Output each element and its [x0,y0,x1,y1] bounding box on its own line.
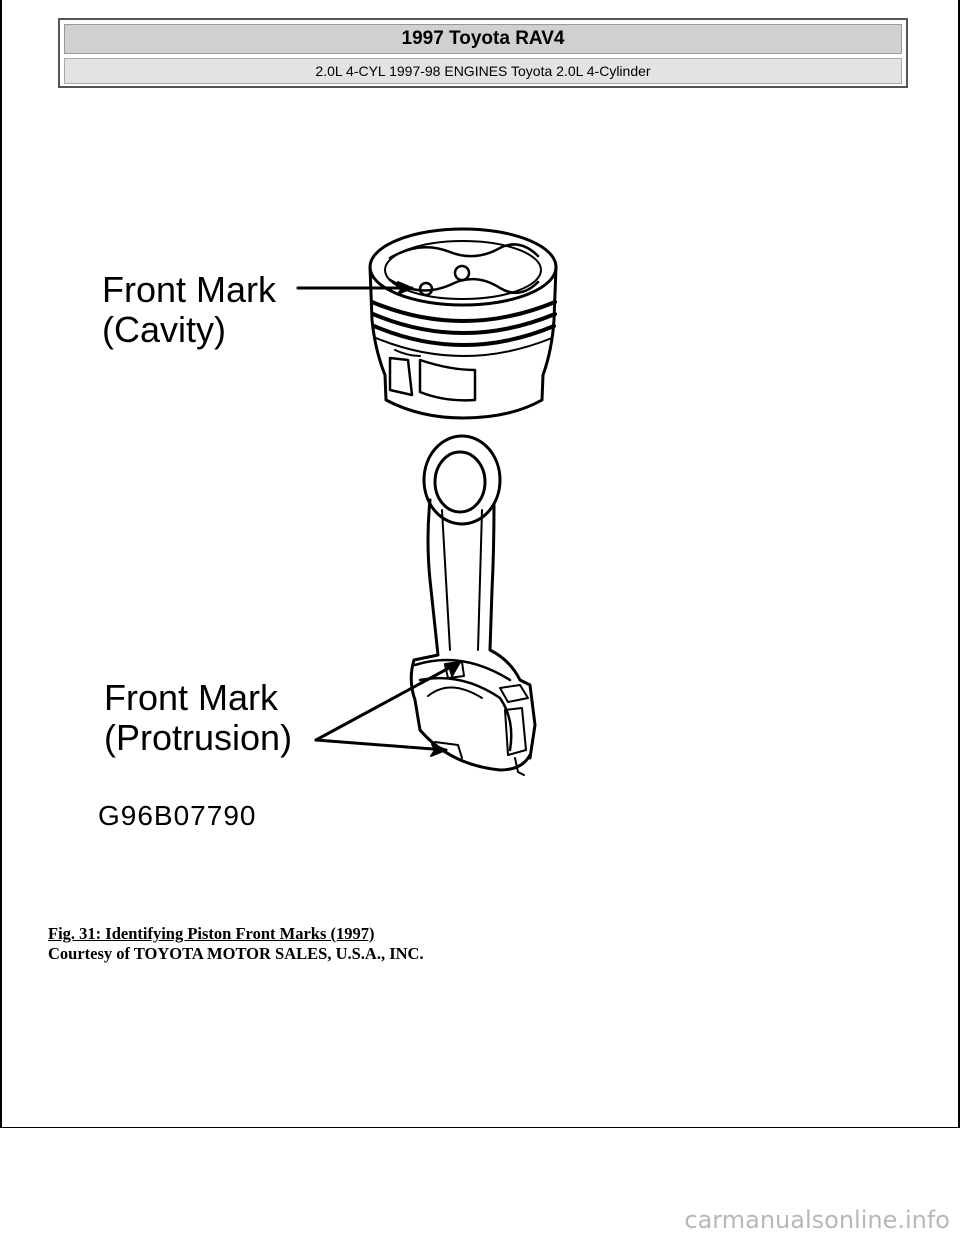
page-frame [0,0,960,1128]
figure-caption: Fig. 31: Identifying Piston Front Marks … [48,924,424,964]
document-title: 1997 Toyota RAV4 [64,24,902,54]
document-header: 1997 Toyota RAV4 2.0L 4-CYL 1997-98 ENGI… [58,18,908,88]
piston-drawing [368,227,558,420]
figure-caption-title: Fig. 31: Identifying Piston Front Marks … [48,924,375,943]
rod-front-mark-label: Front Mark [104,677,279,718]
figure-code: G96B07790 [98,800,257,831]
figure-caption-credit: Courtesy of TOYOTA MOTOR SALES, U.S.A., … [48,944,424,963]
connecting-rod-drawing [409,434,537,776]
piston-front-mark-label: Front Mark [102,269,277,310]
piston-figure: Front Mark (Cavity) Front Mark (Protrusi… [90,210,570,850]
piston-and-rod-illustration [296,227,558,776]
rod-protrusion-label: (Protrusion) [104,717,293,758]
document-subtitle: 2.0L 4-CYL 1997-98 ENGINES Toyota 2.0L 4… [64,58,902,84]
piston-cavity-label: (Cavity) [102,309,226,350]
watermark: carmanualsonline.info [684,1206,950,1234]
